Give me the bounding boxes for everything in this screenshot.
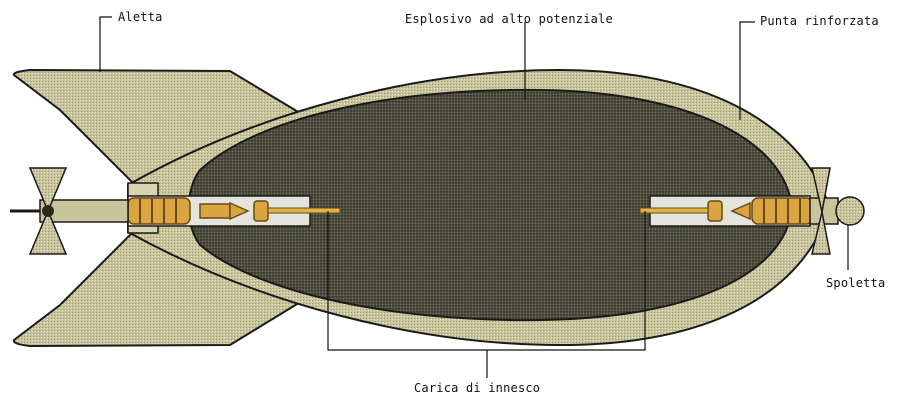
nose-fuze [810,168,864,254]
label-nose: Punta rinforzata [760,14,879,28]
tail-propeller [10,168,128,254]
label-explosive: Esplosivo ad alto potenziale [405,12,613,26]
leader-nose [740,22,755,120]
label-charge: Carica di innesco [414,381,540,395]
leader-fin [100,17,112,72]
label-fuze: Spoletta [826,276,885,290]
front-fuze-coils [752,198,812,224]
rear-fuze-coils [128,198,190,224]
label-fin: Aletta [118,10,163,24]
